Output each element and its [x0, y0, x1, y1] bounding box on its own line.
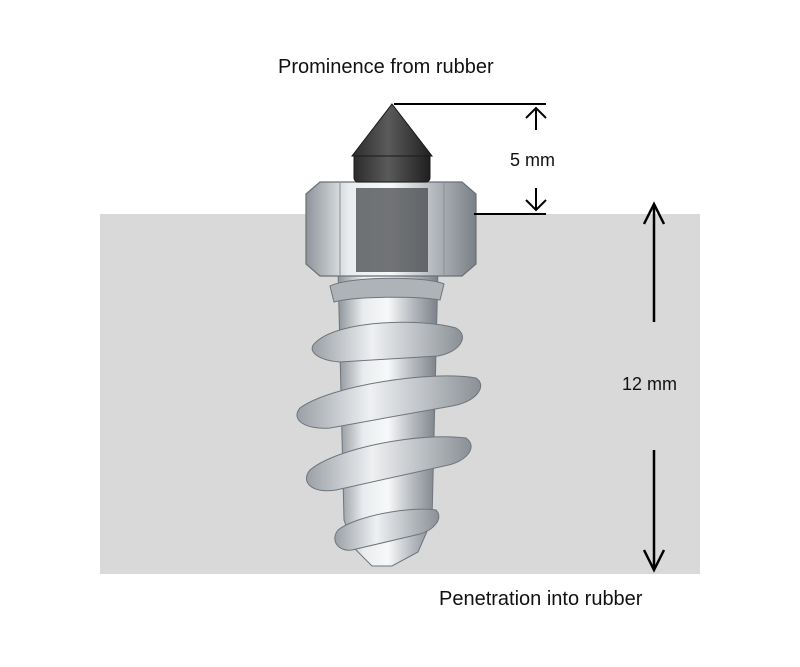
penetration-dimension: 12 mm	[622, 374, 678, 394]
prominence-title: Prominence from rubber	[278, 56, 494, 78]
arrow-down-icon	[642, 450, 666, 573]
screw-stud-illustration	[296, 103, 482, 567]
prominence-dimension: 5 mm	[510, 150, 555, 170]
arrow-up-icon	[642, 201, 666, 322]
arrow-up-icon	[525, 106, 547, 130]
penetration-title: Penetration into rubber	[439, 588, 643, 610]
arrow-down-icon	[525, 188, 547, 212]
